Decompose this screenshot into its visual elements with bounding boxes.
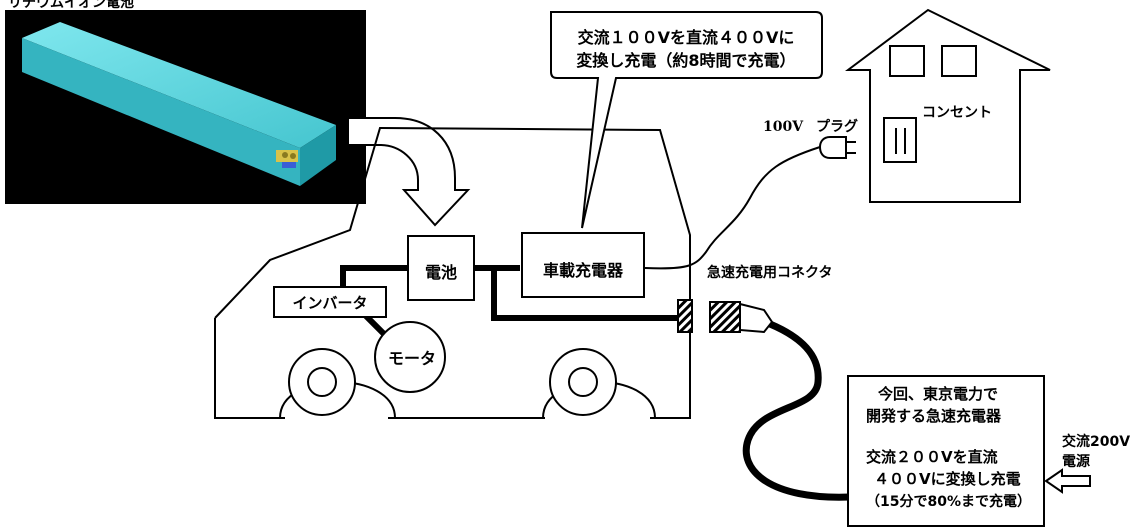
onboard-charger-label: 車載充電器 — [543, 261, 624, 280]
front-wheel — [288, 348, 356, 416]
quick-charge-connector-icon — [709, 301, 774, 334]
top-left-caption: リチウムイオン電池 — [8, 0, 134, 11]
house-window-left — [889, 45, 925, 77]
ac-source-arrow-icon — [1044, 468, 1091, 494]
quick-charger-line-2: 開発する急速充電器 — [866, 407, 1002, 425]
quick-charger-line-1: 今回、東京電力で — [877, 385, 998, 403]
callout-line-1: 交流１００Vを直流４００Vに — [578, 28, 795, 47]
battery-box — [407, 235, 475, 301]
quick-charger-line-4: ４００Vに変換し充電 — [874, 470, 1021, 488]
plug-label: プラグ — [816, 118, 858, 135]
ac-source-line-1: 交流200V — [1062, 433, 1130, 450]
battery-label: 電池 — [425, 263, 457, 282]
quick-connector-label: 急速充電用コネクタ — [707, 264, 832, 281]
plug-icon — [818, 136, 856, 159]
ac-source-line-2: 電源 — [1062, 453, 1090, 470]
motor-label: モータ — [388, 349, 436, 368]
outlet-icon — [883, 117, 917, 163]
quick-charge-cable — [742, 320, 851, 501]
quick-charger-line-5: （15分で80%まで充電） — [866, 493, 1031, 510]
quick-charger-box — [847, 375, 1045, 527]
rear-wheel — [549, 348, 617, 416]
plug-voltage: 100V — [763, 119, 804, 135]
truck-body — [214, 126, 691, 419]
inverter-label: インバータ — [292, 294, 367, 312]
house-window-right — [941, 45, 977, 77]
callout-bubble — [550, 11, 823, 229]
battery-photo — [5, 10, 366, 204]
motor-circle — [374, 321, 446, 393]
callout-line-2: 変換し充電（約8時間で充電） — [576, 51, 795, 70]
onboard-charger-box — [521, 232, 645, 298]
home-charging-cord — [644, 146, 821, 270]
curved-arrow-icon — [347, 117, 471, 227]
vehicle-charge-port — [677, 299, 693, 333]
inverter-box — [273, 286, 387, 318]
outlet-label: コンセント — [922, 105, 992, 121]
quick-charger-line-3: 交流２００Vを直流 — [866, 448, 998, 466]
